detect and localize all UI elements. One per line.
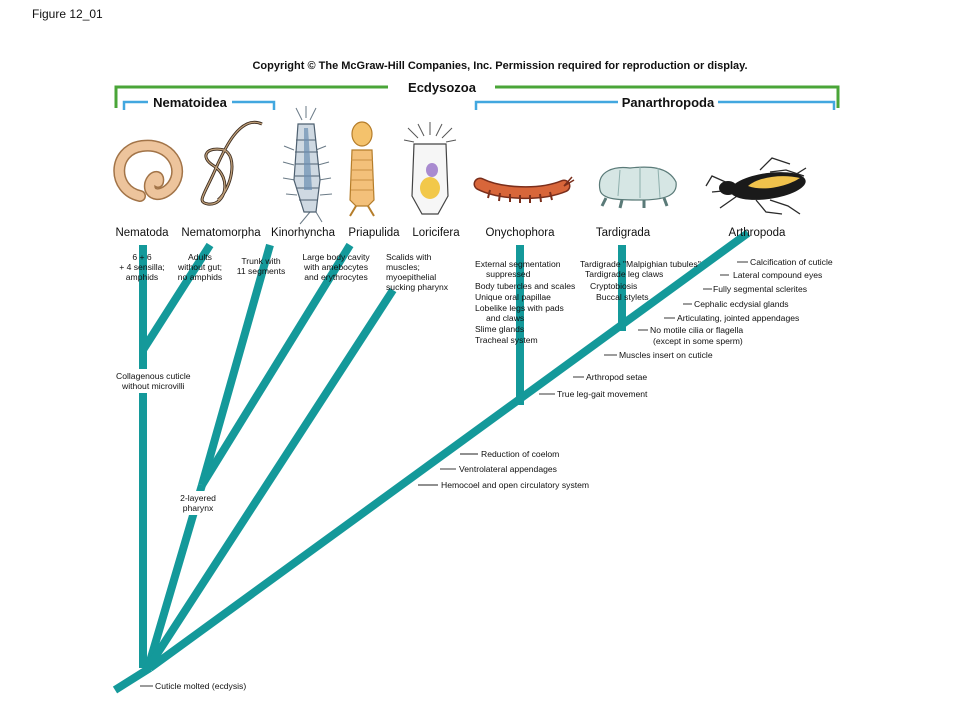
- note-line: 11 segments: [237, 266, 286, 276]
- branch-priapulida: [198, 242, 354, 488]
- note-line: External segmentation: [475, 259, 561, 269]
- note-line: without gut;: [177, 262, 222, 272]
- note-line: Tardigrade leg claws: [585, 269, 663, 279]
- note-line: 6 + 6: [132, 252, 152, 262]
- trait-label: Calcification of cuticle: [750, 257, 833, 267]
- note-line: suppressed: [486, 269, 531, 279]
- taxa-labels: Nematoda Nematomorpha Kinorhyncha Priapu…: [115, 227, 786, 239]
- priapulid-illustration: [349, 121, 375, 217]
- note-line: Lobelike legs with pads: [475, 303, 564, 313]
- note-line: and erythrocytes: [304, 272, 368, 282]
- trait-label: (except in some sperm): [653, 336, 743, 346]
- note-line: myoepithelial: [386, 272, 436, 282]
- root-node-label: Cuticle molted (ecdysis): [155, 681, 246, 691]
- node-label-line: pharynx: [183, 503, 214, 513]
- nematoda-notes: 6 + 6 + 4 sensilla; amphids: [119, 252, 165, 282]
- horsehair-worm-illustration: [200, 120, 263, 206]
- leader-lines: [140, 261, 748, 687]
- note-line: Trunk with: [241, 256, 281, 266]
- trait-label: Arthropod setae: [586, 372, 647, 382]
- loricifera-notes: Scalids with muscles; myoepithelial suck…: [386, 252, 449, 292]
- nematomorpha-notes: Adults without gut; no amphids: [177, 252, 222, 282]
- note-line: Body tubercles and scales: [475, 281, 575, 291]
- note-line: muscles;: [386, 262, 420, 272]
- branch-arthropoda: [147, 229, 751, 672]
- note-line: amphids: [126, 272, 158, 282]
- branch-kinorhyncha: [198, 243, 274, 487]
- nematode-illustration: [113, 139, 183, 202]
- taxon-priapulida: Priapulida: [348, 227, 400, 239]
- note-line: with amebocytes: [303, 262, 368, 272]
- note-line: Tracheal system: [475, 335, 538, 345]
- kinorhynch-illustration: [282, 106, 333, 225]
- note-line: Large body cavity: [302, 252, 370, 262]
- note-line: + 4 sensilla;: [119, 262, 165, 272]
- note-line: Buccal stylets: [596, 292, 649, 302]
- trait-label: Reduction of coelom: [481, 449, 559, 459]
- note-line: Scalids with: [386, 252, 432, 262]
- trait-label: Hemocoel and open circulatory system: [441, 480, 589, 490]
- panarthropoda-bracket: Panarthropoda: [474, 95, 836, 110]
- node-label-line: without microvilli: [121, 381, 185, 391]
- note-line: no amphids: [178, 272, 222, 282]
- taxon-loricifera: Loricifera: [412, 227, 460, 239]
- onychophora-notes: External segmentation suppressed Body tu…: [475, 259, 575, 345]
- tardigrade-illustration: [598, 166, 677, 209]
- branch-root: [112, 664, 153, 694]
- pharynx-node-label: 2-layered pharynx: [176, 491, 220, 515]
- figure-label: Figure 12_01: [32, 7, 103, 21]
- trait-label: Cephalic ecdysial glands: [694, 299, 789, 309]
- tardigrada-notes: Tardigrade "Malpighian tubules" Tardigra…: [580, 259, 701, 302]
- branch-nematomorpha: [139, 242, 214, 353]
- trunk-traits: Reduction of coelom Ventrolateral append…: [441, 449, 589, 490]
- collagenous-node-label: Collagenous cuticle without microvilli: [112, 369, 196, 393]
- panarthropoda-label: Panarthropoda: [622, 95, 715, 110]
- ecdysozoa-bracket: Ecdysozoa: [114, 80, 840, 108]
- note-line: Cryptobiosis: [590, 281, 637, 291]
- kinorhyncha-notes: Trunk with 11 segments: [237, 256, 286, 276]
- note-line: and claws: [486, 313, 524, 323]
- priapulida-notes: Large body cavity with amebocytes and er…: [302, 252, 370, 282]
- panarthropod-traits: Arthropod setae True leg-gait movement: [557, 372, 648, 399]
- loricifer-illustration: [403, 122, 457, 215]
- note-line: Unique oral papillae: [475, 292, 551, 302]
- nematoidea-label: Nematoidea: [153, 95, 227, 110]
- note-line: Adults: [188, 252, 212, 262]
- taxon-nematomorpha: Nematomorpha: [181, 227, 261, 239]
- trait-label: Ventrolateral appendages: [459, 464, 557, 474]
- nematoidea-bracket: Nematoidea: [122, 95, 276, 110]
- branch-loricifera: [144, 287, 397, 671]
- taxon-tardigrada: Tardigrada: [596, 227, 651, 239]
- tree-branches: [112, 229, 751, 694]
- trait-label: No motile cilia or flagella: [650, 325, 743, 335]
- node-label-line: 2-layered: [180, 493, 216, 503]
- trait-label: Fully segmental sclerites: [713, 284, 807, 294]
- copyright-notice: Copyright © The McGraw-Hill Companies, I…: [252, 60, 748, 72]
- ecdysozoa-label: Ecdysozoa: [408, 80, 477, 95]
- trait-label: Articulating, jointed appendages: [677, 313, 799, 323]
- trait-label: True leg-gait movement: [557, 389, 648, 399]
- velvet-worm-illustration: [473, 176, 575, 203]
- taxon-arthropoda: Arthropoda: [729, 227, 787, 239]
- note-line: sucking pharynx: [386, 282, 449, 292]
- beetle-illustration: [705, 157, 807, 215]
- taxon-nematoda: Nematoda: [115, 227, 169, 239]
- trait-label: Muscles insert on cuticle: [619, 350, 713, 360]
- note-line: Tardigrade "Malpighian tubules": [580, 259, 701, 269]
- branch-scalidophora: [144, 483, 206, 670]
- taxon-kinorhyncha: Kinorhyncha: [271, 227, 336, 239]
- node-label-line: Collagenous cuticle: [116, 371, 191, 381]
- taxon-onychophora: Onychophora: [485, 227, 555, 239]
- note-line: Slime glands: [475, 324, 524, 334]
- arthropoda-traits: Calcification of cuticle Lateral compoun…: [619, 257, 833, 360]
- trait-label: Lateral compound eyes: [733, 270, 822, 280]
